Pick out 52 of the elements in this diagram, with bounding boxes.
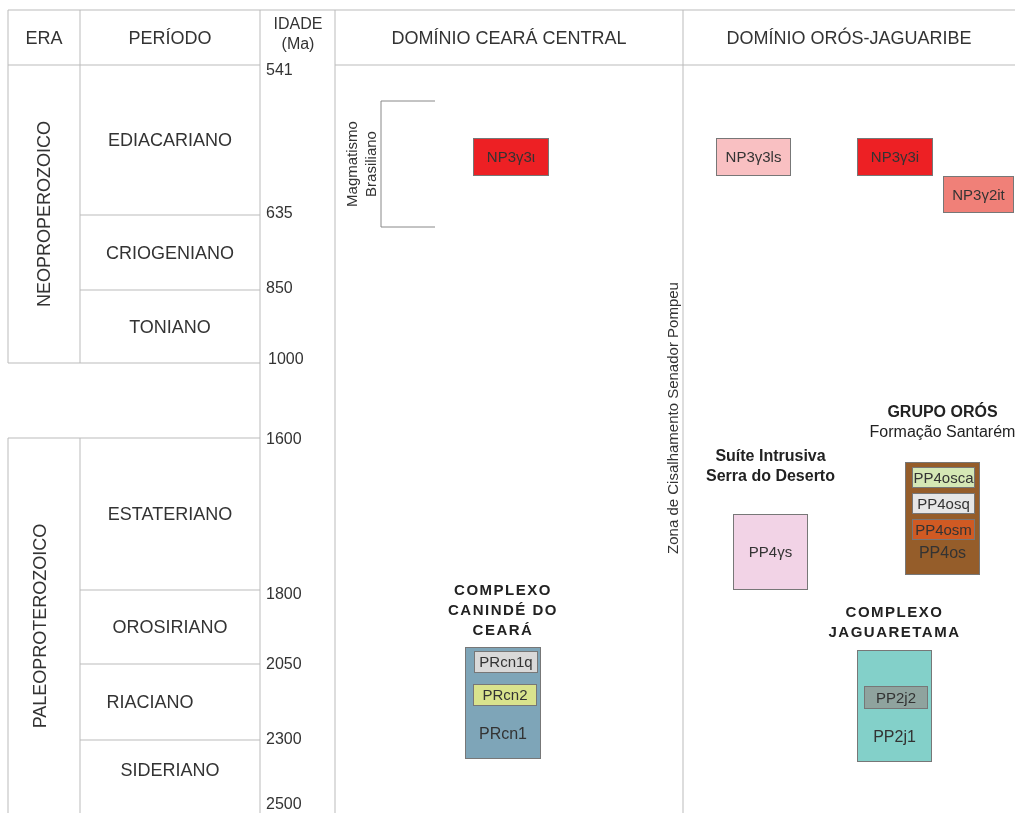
unit-box [912, 493, 975, 514]
unit-heading: GRUPO ORÓS [887, 402, 998, 422]
period-label: ESTATERIANO [106, 503, 234, 526]
period-label: TONIANO [128, 315, 212, 339]
unit-box [864, 686, 928, 709]
unit-code: PRcn1 [478, 724, 528, 744]
unit-code: NP3γ3ls [725, 147, 782, 167]
unit-code: PRcn2 [482, 685, 528, 705]
unit-heading: COMPLEXO JAGUARETAMA [827, 602, 962, 642]
age-label: 1800 [266, 584, 303, 604]
unit-code: PP4os [917, 543, 968, 563]
age-label: 2500 [266, 794, 303, 813]
unit-code: PP4osq [917, 493, 970, 514]
vertical-label: Magmatismo Brasiliano [342, 120, 380, 209]
unit-code: PRcn1q [479, 652, 533, 672]
column-header: DOMÍNIO ORÓS-JAGUARIBE [725, 26, 973, 50]
age-label: 1000 [268, 349, 305, 369]
age-label: 2050 [266, 654, 303, 674]
unit-code: NP3γ3i [870, 147, 920, 167]
column-header: PERÍODO [127, 26, 213, 50]
unit-heading: COMPLEXO CANINDÉ DO CEARÁ [447, 580, 559, 640]
age-label: 541 [266, 60, 294, 80]
age-label: 850 [266, 278, 294, 298]
column-header: DOMÍNIO CEARÁ CENTRAL [390, 26, 628, 50]
period-label: CRIOGENIANO [105, 241, 235, 265]
unit-box [716, 138, 791, 176]
vertical-label: Zona de Cisalhamento Senador Pompeu [662, 281, 682, 556]
unit-subheading: Formação Santarém [869, 422, 1015, 442]
period-label: SIDERIANO [119, 759, 221, 782]
unit-heading: Suíte Intrusiva Serra do Deserto [705, 446, 836, 486]
period-label: OROSIRIANO [111, 616, 229, 639]
unit-code: NP3γ2it [952, 184, 1005, 205]
age-label: 635 [266, 203, 294, 223]
column-header: ERA [24, 26, 64, 50]
unit-code: PP4osm [915, 519, 972, 540]
unit-box [943, 176, 1014, 213]
unit-code: PP4osca [913, 467, 974, 488]
unit-code: NP3γ3ι [486, 147, 536, 167]
period-label: RIACIANO [105, 691, 195, 714]
unit-box [473, 138, 549, 176]
column-header: IDADE (Ma) [272, 14, 324, 54]
unit-code: PP2j1 [872, 727, 917, 747]
age-label: 1600 [266, 429, 303, 449]
unit-box [473, 684, 537, 706]
unit-code: PP4γs [748, 542, 793, 562]
unit-box [857, 138, 933, 176]
unit-box [474, 651, 538, 673]
age-label: 2300 [266, 729, 303, 749]
era-label: NEOPROPEROZOICO [33, 120, 55, 309]
era-label: PALEOPROTEROZOICO [29, 522, 51, 731]
period-label: EDIACARIANO [107, 129, 233, 152]
unit-code: PP2j2 [876, 687, 916, 708]
